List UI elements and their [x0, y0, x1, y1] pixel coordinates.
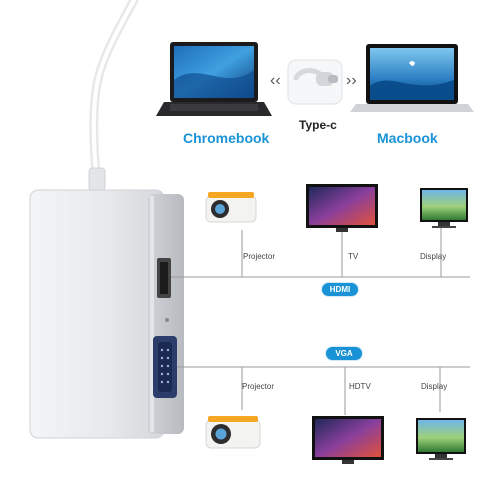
hdmi-connector-lines	[171, 228, 470, 278]
hdmi-target-display: Display	[420, 252, 447, 261]
adapter-body	[29, 189, 184, 439]
hdmi-target-tv: TV	[348, 252, 359, 261]
vga-connector-lines	[177, 366, 470, 415]
device-label-right: Macbook	[377, 130, 438, 146]
laptop-icon	[350, 44, 474, 112]
usb-c-cable-icon	[287, 59, 343, 105]
tv-icon	[312, 416, 384, 464]
laptop-icon	[156, 42, 272, 116]
vga-target-hdtv: HDTV	[349, 382, 371, 391]
device-label-left: Chromebook	[183, 130, 270, 146]
vga-target-projector: Projector	[242, 382, 275, 391]
arrow-left-icon: ‹‹	[270, 72, 281, 89]
tv-icon	[306, 184, 378, 232]
monitor-icon	[420, 188, 468, 228]
usb-c-cable-icon	[88, 0, 139, 191]
hdmi-target-projector: Projector	[243, 252, 276, 261]
connector-label: Type-c	[299, 118, 337, 132]
vga-target-display: Display	[421, 382, 448, 391]
arrow-right-icon: ››	[346, 72, 357, 89]
monitor-icon	[416, 418, 466, 460]
vga-port-icon	[153, 336, 177, 398]
vga-badge: VGA	[326, 347, 362, 360]
projector-icon	[205, 416, 261, 449]
hdmi-port-icon	[157, 258, 171, 298]
projector-icon	[205, 192, 257, 223]
hdmi-badge: HDMI	[322, 283, 358, 296]
